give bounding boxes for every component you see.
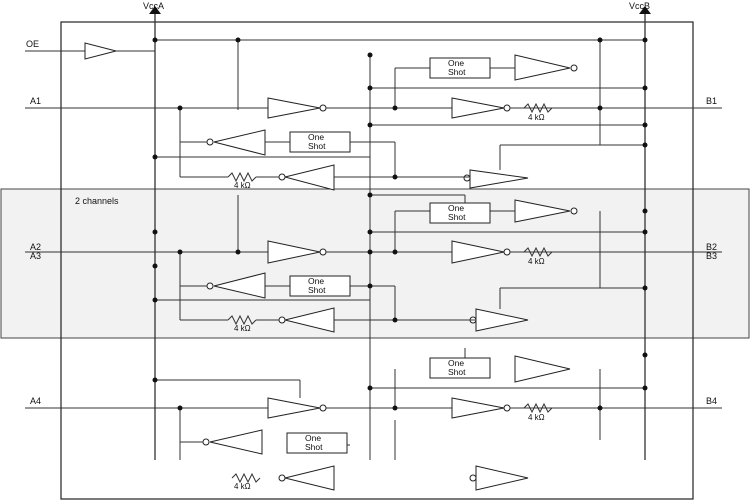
channel-group-label: 2 channels: [75, 196, 119, 206]
resistor-label: 4 kΩ: [234, 482, 251, 491]
svg-text:One: One: [308, 132, 324, 142]
resistor-label: 4 kΩ: [234, 324, 251, 333]
svg-text:Shot: Shot: [308, 285, 326, 295]
one-shot-block: One Shot: [429, 357, 491, 379]
svg-text:One: One: [308, 276, 324, 286]
a1-pin-label: A1: [30, 96, 41, 106]
svg-text:One: One: [305, 433, 321, 443]
svg-text:Shot: Shot: [308, 141, 326, 151]
b2-pin-label: B2: [706, 242, 717, 252]
channel-2-3: [25, 194, 722, 333]
vccb-label: VccB: [629, 1, 650, 11]
resistor-label: 4 kΩ: [528, 113, 545, 122]
resistor-label: 4 kΩ: [528, 257, 545, 266]
one-shot-block: One Shot: [429, 202, 491, 224]
a2-pin-label: A2: [30, 242, 41, 252]
channel-4: [25, 348, 722, 491]
b3-pin-label: B3: [706, 251, 717, 261]
channel-1: [25, 54, 722, 191]
device-outline: [60, 21, 694, 500]
svg-text:One: One: [448, 358, 464, 368]
two-channel-band: [0, 188, 750, 339]
svg-text:Shot: Shot: [448, 212, 466, 222]
svg-text:One: One: [448, 203, 464, 213]
resistor-label: 4 kΩ: [528, 413, 545, 422]
one-shot-block: One Shot: [429, 57, 491, 79]
svg-text:Shot: Shot: [448, 67, 466, 77]
svg-text:Shot: Shot: [448, 367, 466, 377]
a3-pin-label: A3: [30, 251, 41, 261]
b1-pin-label: B1: [706, 96, 717, 106]
one-shot-block: One Shot: [286, 432, 348, 454]
one-shot-block: One Shot: [289, 131, 351, 153]
svg-text:Shot: Shot: [305, 442, 323, 452]
vcca-label: VccA: [143, 1, 164, 11]
a4-pin-label: A4: [30, 396, 41, 406]
vcca-rail: [149, 6, 161, 460]
oe-pin-label: OE: [26, 39, 39, 49]
resistor-label: 4 kΩ: [234, 181, 251, 190]
one-shot-block: One Shot: [289, 275, 351, 297]
svg-text:One: One: [448, 58, 464, 68]
oe-input-line: [25, 39, 645, 60]
b4-pin-label: B4: [706, 396, 717, 406]
junction-dots: [152, 37, 648, 411]
